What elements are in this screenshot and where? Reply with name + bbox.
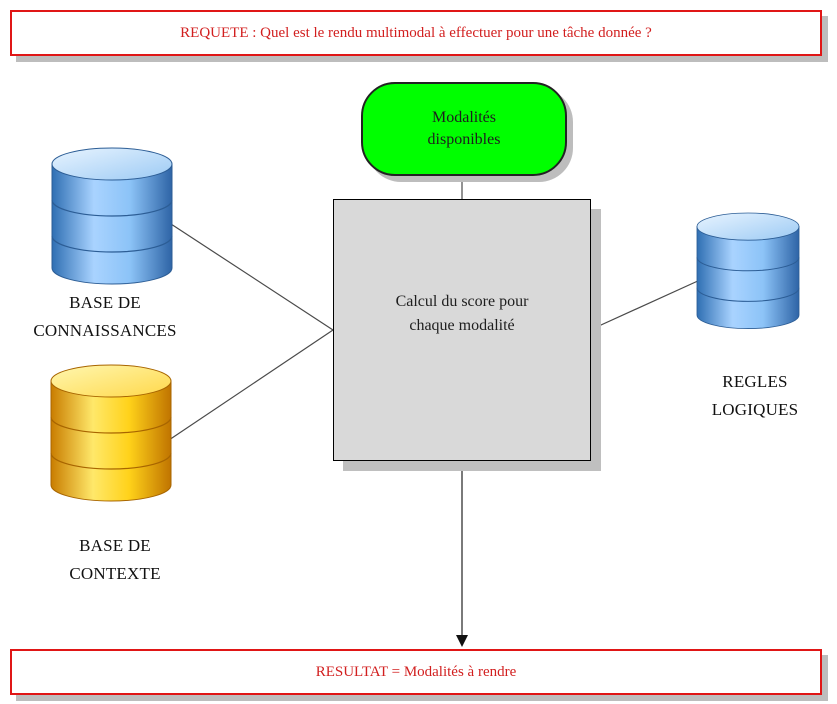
available-modalities-node: Modalités disponibles (361, 82, 567, 176)
kb-line1: BASE DE (69, 293, 141, 312)
result-banner: RESULTAT = Modalités à rendre (10, 649, 822, 695)
score-calculation-box: Calcul du score pour chaque modalité (333, 199, 591, 461)
database-icon-knowledge (51, 147, 173, 285)
query-banner: REQUETE : Quel est le rendu multimodal à… (10, 10, 822, 56)
process-line1: Calcul du score pour (395, 293, 529, 310)
process-line2: chaque modalité (409, 317, 515, 334)
logic-rules-label: REGLES LOGIQUES (680, 368, 830, 424)
kb-line2: CONNAISSANCES (33, 321, 177, 340)
knowledge-base-label: BASE DE CONNAISSANCES (0, 289, 210, 345)
rules-line1: REGLES (722, 372, 788, 391)
ctx-line1: BASE DE (79, 536, 151, 555)
connector-ctx-to-center (168, 329, 334, 441)
context-base-label: BASE DE CONTEXTE (30, 532, 200, 588)
result-text: RESULTAT = Modalités à rendre (315, 663, 517, 680)
modalities-line1: Modalités (431, 109, 496, 126)
modalities-line2: disponibles (427, 131, 501, 148)
database-icon-context (50, 364, 172, 502)
query-text: REQUETE : Quel est le rendu multimodal à… (180, 24, 652, 41)
connector-rules-to-center (589, 279, 701, 331)
arrowhead (456, 635, 468, 647)
database-icon-rules (696, 212, 800, 330)
rules-line2: LOGIQUES (711, 400, 799, 419)
connector-kb-to-center (170, 223, 334, 331)
ctx-line2: CONTEXTE (69, 564, 161, 583)
